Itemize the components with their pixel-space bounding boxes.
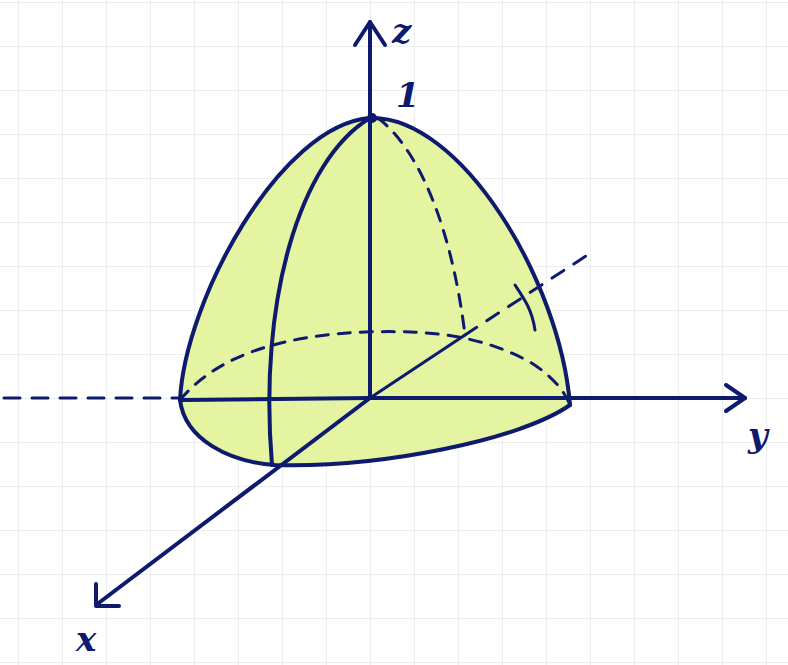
right-meridian xyxy=(515,285,535,330)
apex-dot xyxy=(367,113,377,123)
z-arrowhead xyxy=(355,22,385,45)
back-base-dashed xyxy=(180,332,570,405)
dome-outline xyxy=(180,118,570,405)
x-axis-inner xyxy=(370,335,465,398)
y-axis xyxy=(370,396,745,400)
tick-value: 1 xyxy=(396,78,420,112)
x-axis xyxy=(96,398,370,605)
axis-label: y xyxy=(748,418,768,452)
back-meridian-dashed xyxy=(378,118,465,335)
axis-label: z xyxy=(392,14,411,48)
front-base xyxy=(180,400,570,465)
x-arrowhead xyxy=(96,584,119,606)
y-arrowhead xyxy=(726,385,745,411)
front-meridian xyxy=(269,118,370,465)
y-axis-dashed xyxy=(4,397,180,400)
axis-label: x xyxy=(76,622,96,656)
dome-fill xyxy=(180,118,570,465)
z-axis xyxy=(368,22,372,398)
front-edge xyxy=(180,398,370,400)
